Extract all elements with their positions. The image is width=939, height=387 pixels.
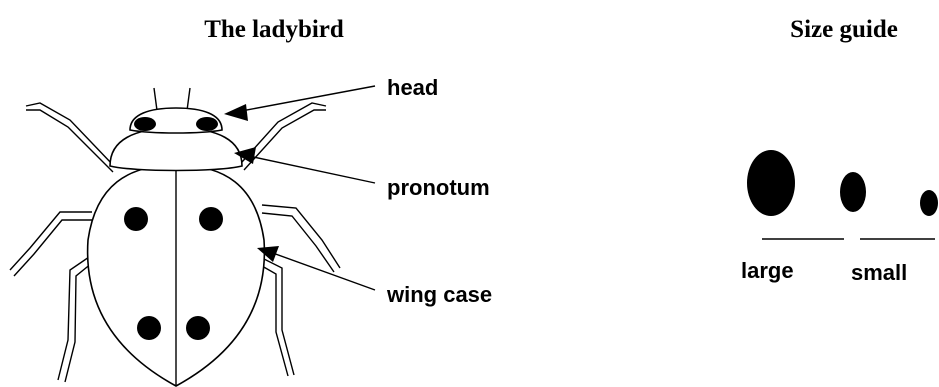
pointer-pronotum	[234, 147, 375, 183]
leg-middle-right	[262, 205, 340, 272]
leg-back-right	[262, 258, 294, 376]
spot-bottom-right	[186, 316, 210, 340]
label-wing-case: wing case	[386, 282, 492, 307]
size-dot-large	[747, 150, 795, 216]
spot-top-right	[199, 207, 223, 231]
size-label-small: small	[851, 260, 907, 285]
pointer-wing-case	[257, 246, 375, 290]
eye-left	[134, 117, 156, 131]
diagram-title: The ladybird	[204, 16, 344, 43]
leg-front-right	[242, 103, 326, 170]
label-head: head	[387, 75, 438, 100]
leg-front-left	[26, 103, 113, 172]
size-guide-title: Size guide	[790, 16, 898, 43]
pointer-head	[224, 86, 375, 121]
size-dot-medium	[840, 172, 866, 212]
spot-bottom-left	[137, 316, 161, 340]
size-guide: large small	[741, 150, 938, 285]
eye-right	[196, 117, 218, 131]
leg-back-left	[58, 255, 92, 382]
size-label-large: large	[741, 258, 794, 283]
leg-middle-left	[10, 212, 92, 276]
label-pronotum: pronotum	[387, 175, 490, 200]
spot-top-left	[124, 207, 148, 231]
size-dot-small	[920, 190, 938, 216]
ladybird-drawing	[10, 88, 340, 386]
pronotum	[110, 128, 242, 171]
